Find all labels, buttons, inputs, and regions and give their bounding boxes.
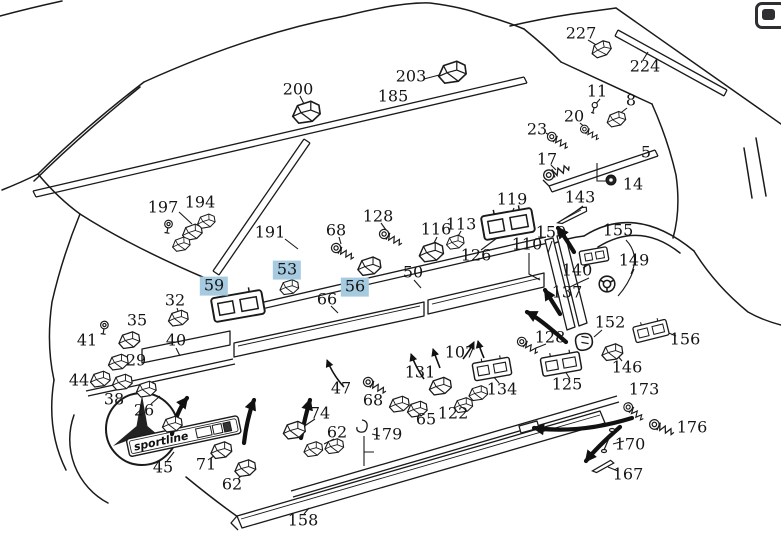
part-label-152: 152 bbox=[594, 312, 626, 332]
part-label-128: 128 bbox=[534, 327, 566, 347]
part-label-146: 146 bbox=[611, 357, 643, 377]
part-label-59: 59 bbox=[199, 276, 229, 296]
part-label-29: 29 bbox=[125, 350, 147, 370]
part-label-173: 173 bbox=[628, 379, 660, 399]
part-label-137: 137 bbox=[551, 282, 583, 302]
part-label-53: 53 bbox=[272, 260, 302, 280]
part-label-45: 45 bbox=[152, 457, 174, 477]
part-label-179: 179 bbox=[371, 424, 403, 444]
part-label-197: 197 bbox=[147, 197, 179, 217]
part-label-191: 191 bbox=[254, 222, 286, 242]
part-label-14: 14 bbox=[622, 174, 644, 194]
part-label-47: 47 bbox=[330, 378, 352, 398]
part-label-44: 44 bbox=[68, 370, 90, 390]
part-label-65: 65 bbox=[415, 409, 437, 429]
part-label-176: 176 bbox=[676, 417, 708, 437]
part-label-185: 185 bbox=[377, 86, 409, 106]
part-label-26: 26 bbox=[133, 400, 155, 420]
part-label-41: 41 bbox=[76, 330, 98, 350]
part-label-71: 71 bbox=[195, 454, 217, 474]
pointer-arrows bbox=[325, 340, 485, 388]
part-label-170: 170 bbox=[614, 434, 646, 454]
part-label-20: 20 bbox=[563, 106, 585, 126]
part-label-194: 194 bbox=[184, 192, 216, 212]
part-label-38: 38 bbox=[103, 389, 125, 409]
part-label-23: 23 bbox=[526, 119, 548, 139]
part-label-116: 116 bbox=[420, 219, 452, 239]
part-label-140: 140 bbox=[561, 260, 593, 280]
part-label-131: 131 bbox=[404, 362, 436, 382]
part-label-74: 74 bbox=[309, 403, 331, 423]
part-label-62: 62 bbox=[326, 422, 348, 442]
part-label-8: 8 bbox=[625, 90, 637, 110]
part-label-134: 134 bbox=[486, 379, 518, 399]
part-label-66: 66 bbox=[316, 289, 338, 309]
part-label-35: 35 bbox=[126, 310, 148, 330]
part-label-40: 40 bbox=[165, 330, 187, 350]
part-label-62: 62 bbox=[221, 474, 243, 494]
car-outline bbox=[0, 0, 781, 518]
part-label-128: 128 bbox=[362, 206, 394, 226]
part-label-113: 113 bbox=[445, 214, 477, 234]
part-label-56: 56 bbox=[340, 277, 370, 297]
part-label-156: 156 bbox=[669, 329, 701, 349]
part-label-203: 203 bbox=[395, 66, 427, 86]
part-label-158: 158 bbox=[287, 510, 319, 530]
watermark-icon bbox=[755, 2, 781, 29]
part-label-125: 125 bbox=[551, 374, 583, 394]
part-label-122: 122 bbox=[437, 403, 469, 423]
part-label-50: 50 bbox=[402, 262, 424, 282]
part-label-5: 5 bbox=[640, 142, 652, 162]
part-label-155: 155 bbox=[602, 220, 634, 240]
part-label-126: 126 bbox=[460, 245, 492, 265]
part-label-143: 143 bbox=[564, 187, 596, 207]
part-label-110: 110 bbox=[511, 234, 543, 254]
part-label-149: 149 bbox=[618, 250, 650, 270]
part-label-167: 167 bbox=[612, 464, 644, 484]
part-label-200: 200 bbox=[282, 79, 314, 99]
part-label-11: 11 bbox=[586, 81, 608, 101]
part-label-227: 227 bbox=[565, 23, 597, 43]
part-label-68: 68 bbox=[362, 390, 384, 410]
part-label-150: 150 bbox=[535, 222, 567, 242]
part-label-68: 68 bbox=[325, 220, 347, 240]
part-label-17: 17 bbox=[536, 149, 558, 169]
part-label-107: 107 bbox=[444, 342, 476, 362]
part-label-119: 119 bbox=[496, 189, 528, 209]
part-label-32: 32 bbox=[164, 290, 186, 310]
part-label-224: 224 bbox=[629, 56, 661, 76]
